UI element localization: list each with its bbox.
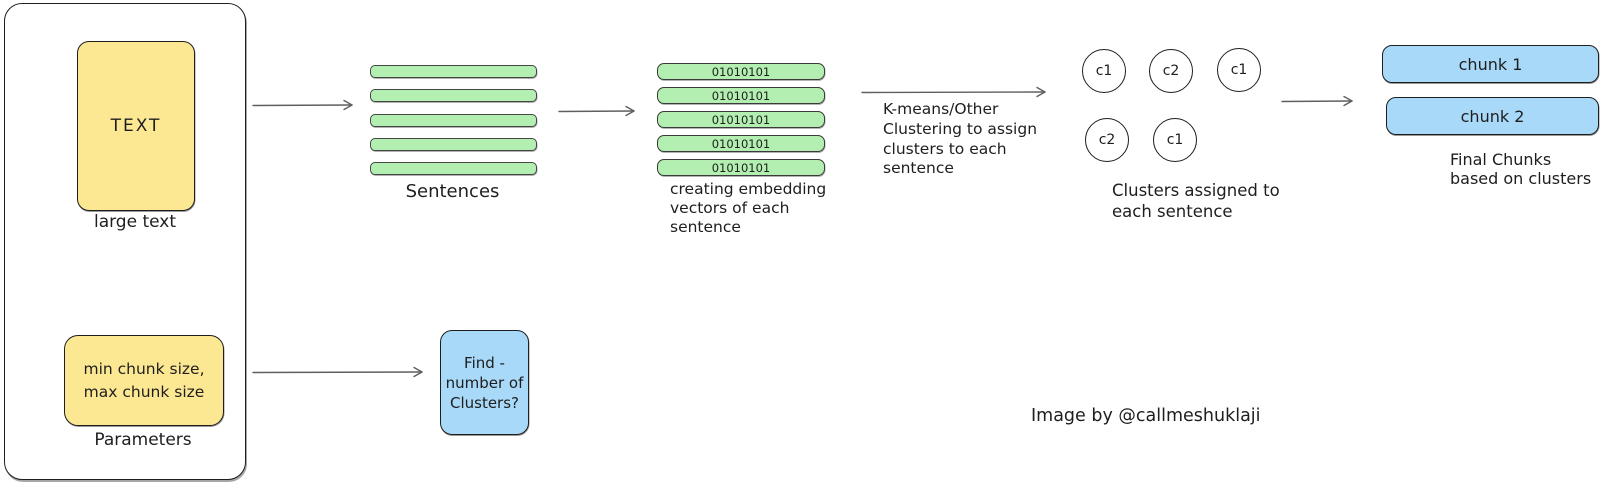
text-to-sentences-arrow-icon bbox=[252, 99, 353, 111]
find-clusters-label: Find - number of Clusters? bbox=[445, 353, 524, 412]
large-text-box: TEXT bbox=[77, 41, 195, 211]
cluster-circle: c1 bbox=[1217, 48, 1261, 92]
cluster-circle: c1 bbox=[1082, 49, 1126, 93]
clusters-to-chunks-arrow-icon bbox=[1281, 95, 1353, 107]
sentences-caption: Sentences bbox=[405, 181, 500, 202]
parameters-to-find-arrow-icon bbox=[252, 366, 423, 378]
embedding-vector-row: 01010101 bbox=[657, 87, 825, 104]
sentence-bar bbox=[370, 114, 537, 127]
embeddings-caption: creating embedding vectors of each sente… bbox=[670, 180, 827, 236]
parameters-caption: Parameters bbox=[94, 430, 192, 450]
find-clusters-box: Find - number of Clusters? bbox=[440, 330, 529, 435]
large-text-caption: large text bbox=[93, 212, 177, 232]
credit-text: Image by @callmeshuklaji bbox=[1031, 406, 1261, 426]
embedding-vector-row: 01010101 bbox=[657, 159, 825, 176]
chunks-caption: Final Chunks based on clusters bbox=[1450, 150, 1592, 188]
cluster-circle: c2 bbox=[1085, 118, 1129, 162]
embedding-vector-row: 01010101 bbox=[657, 111, 825, 128]
kmeans-clustering-arrow-icon bbox=[861, 86, 1046, 98]
sentence-bar bbox=[370, 162, 537, 175]
clusters-caption: Clusters assigned to each sentence bbox=[1112, 181, 1280, 221]
sentence-bar bbox=[370, 89, 537, 102]
sentences-to-embeddings-arrow-icon bbox=[558, 105, 635, 117]
sentence-bar bbox=[370, 65, 537, 78]
chunk-box: chunk 1 bbox=[1382, 45, 1599, 83]
large-text-box-label: TEXT bbox=[110, 116, 162, 136]
embedding-vector-row: 01010101 bbox=[657, 63, 825, 80]
cluster-circle: c1 bbox=[1153, 118, 1197, 162]
cluster-circle: c2 bbox=[1149, 49, 1193, 93]
sentence-bar bbox=[370, 138, 537, 151]
parameters-box-label: min chunk size, max chunk size bbox=[83, 359, 205, 401]
chunk-box: chunk 2 bbox=[1386, 97, 1599, 135]
parameters-box: min chunk size, max chunk size bbox=[64, 335, 224, 426]
embedding-vector-row: 01010101 bbox=[657, 135, 825, 152]
kmeans-label: K-means/Other Clustering to assign clust… bbox=[883, 100, 1038, 178]
